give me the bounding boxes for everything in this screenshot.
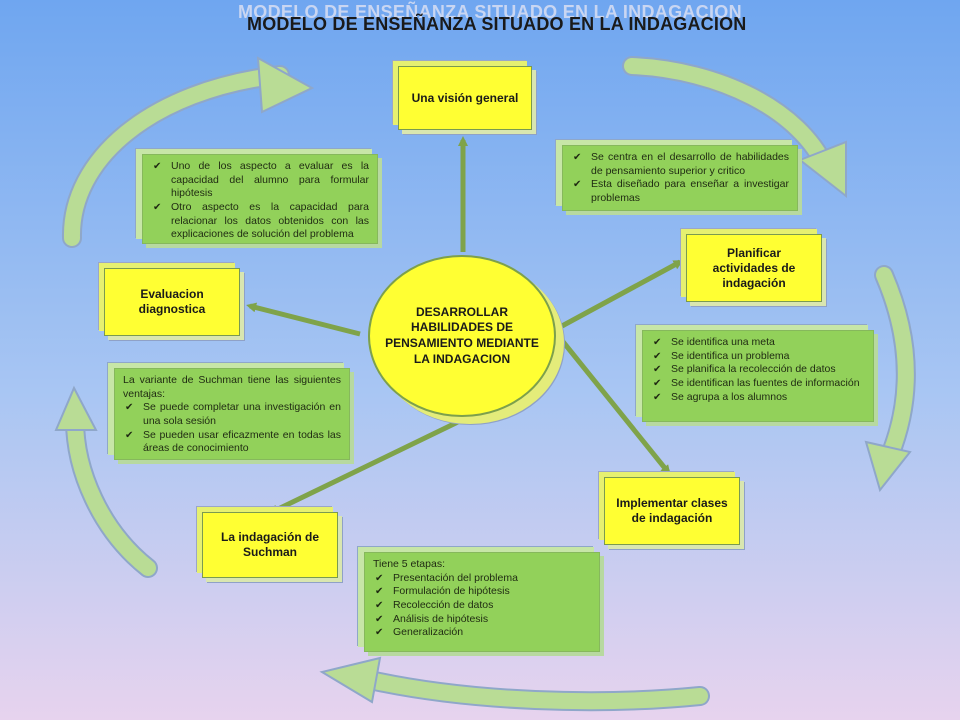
node-suchman: La indagación de Suchman <box>202 512 338 578</box>
node-planificar: Planificar actividades de indagación <box>686 234 822 302</box>
note-implementar-item: ✔Análisis de hipótesis <box>375 612 489 625</box>
center-concept-label: DESARROLLAR HABILIDADES DE PENSAMIENTO M… <box>385 304 539 366</box>
check-icon: ✔ <box>153 201 162 213</box>
node-planificar-label: Planificar actividades de indagación <box>712 245 796 290</box>
note-evaluacion-item: ✔Uno de los aspecto a evaluar es la capa… <box>153 160 369 200</box>
node-implementar: Implementar clases de indagación <box>604 477 740 545</box>
check-icon: ✔ <box>375 572 384 584</box>
note-implementar-item: ✔Generalización <box>375 626 464 639</box>
cycle-arrow-left <box>54 385 158 578</box>
note-planificar-item: ✔Se identifican las fuentes de informaci… <box>653 376 860 389</box>
note-vision: ✔Se centra en el desarrollo de habilidad… <box>562 145 798 211</box>
note-planificar-item: ✔Se identifica un problema <box>653 349 790 362</box>
spoke-arrow-evaluacion <box>246 302 361 337</box>
note-suchman-item: ✔Se puede completar una investigación en… <box>125 401 341 427</box>
note-suchman-intro: La variante de Suchman tiene las siguien… <box>123 374 341 400</box>
note-implementar-item: ✔Recolección de datos <box>375 598 494 611</box>
note-vision-item: ✔Esta diseñado para enseñar a investigar… <box>573 178 789 204</box>
node-evaluacion-label: Evaluacion diagnostica <box>138 287 206 316</box>
check-icon: ✔ <box>375 599 384 611</box>
note-implementar: Tiene 5 etapas: ✔Presentación del proble… <box>364 552 600 652</box>
cycle-arrow-right <box>864 265 916 493</box>
check-icon: ✔ <box>653 377 662 389</box>
check-icon: ✔ <box>573 152 582 163</box>
check-icon: ✔ <box>153 161 162 172</box>
cycle-arrow-top-left <box>61 56 315 248</box>
title-area: MODELO DE ENSEÑANZA SITUADO EN LA INDAGA… <box>0 0 960 44</box>
center-concept: DESARROLLAR HABILIDADES DE PENSAMIENTO M… <box>368 255 556 417</box>
check-icon: ✔ <box>653 391 662 403</box>
spoke-arrow-suchman <box>268 417 464 515</box>
spoke-arrow-implementar <box>558 336 671 476</box>
note-evaluacion: ✔Uno de los aspecto a evaluar es la capa… <box>142 154 378 244</box>
note-implementar-item: ✔Presentación del problema <box>375 571 518 584</box>
title-reflection: MODELO DE ENSEÑANZA SITUADO EN LA INDAGA… <box>238 2 742 22</box>
cycle-arrow-top-right <box>622 56 847 199</box>
note-suchman: La variante de Suchman tiene las siguien… <box>114 368 350 460</box>
node-suchman-label: La indagación de Suchman <box>220 530 319 559</box>
node-vision-general-label: Una visión general <box>411 90 519 105</box>
check-icon: ✔ <box>573 179 582 191</box>
cycle-arrow-bottom <box>319 656 710 712</box>
check-icon: ✔ <box>125 402 134 414</box>
check-icon: ✔ <box>653 350 662 362</box>
check-icon: ✔ <box>125 429 134 441</box>
note-planificar-item: ✔Se planifica la recolección de datos <box>653 363 836 376</box>
note-implementar-intro: Tiene 5 etapas: <box>373 558 445 570</box>
note-planificar-item: ✔Se agrupa a los alumnos <box>653 390 788 403</box>
page-title: MODELO DE ENSEÑANZA SITUADO EN LA INDAGA… <box>247 14 747 34</box>
note-suchman-item: ✔Se pueden usar eficazmente en todas las… <box>125 428 341 455</box>
node-vision-general: Una visión general <box>398 66 532 130</box>
note-planificar-item: ✔Se identifica una meta <box>653 336 775 348</box>
check-icon: ✔ <box>375 586 384 598</box>
note-evaluacion-item: ✔Otro aspecto es la capacidad para relac… <box>153 200 369 241</box>
check-icon: ✔ <box>375 613 384 625</box>
node-implementar-label: Implementar clases de indagación <box>616 496 728 525</box>
check-icon: ✔ <box>653 364 662 376</box>
check-icon: ✔ <box>653 337 662 348</box>
note-vision-item: ✔Se centra en el desarrollo de habilidad… <box>573 151 789 177</box>
note-planificar: ✔Se identifica una meta ✔Se identifica u… <box>642 330 874 422</box>
spoke-arrow-planificar <box>560 259 684 329</box>
note-implementar-item: ✔Formulación de hipótesis <box>375 585 510 598</box>
node-evaluacion: Evaluacion diagnostica <box>104 268 240 336</box>
check-icon: ✔ <box>375 627 384 639</box>
